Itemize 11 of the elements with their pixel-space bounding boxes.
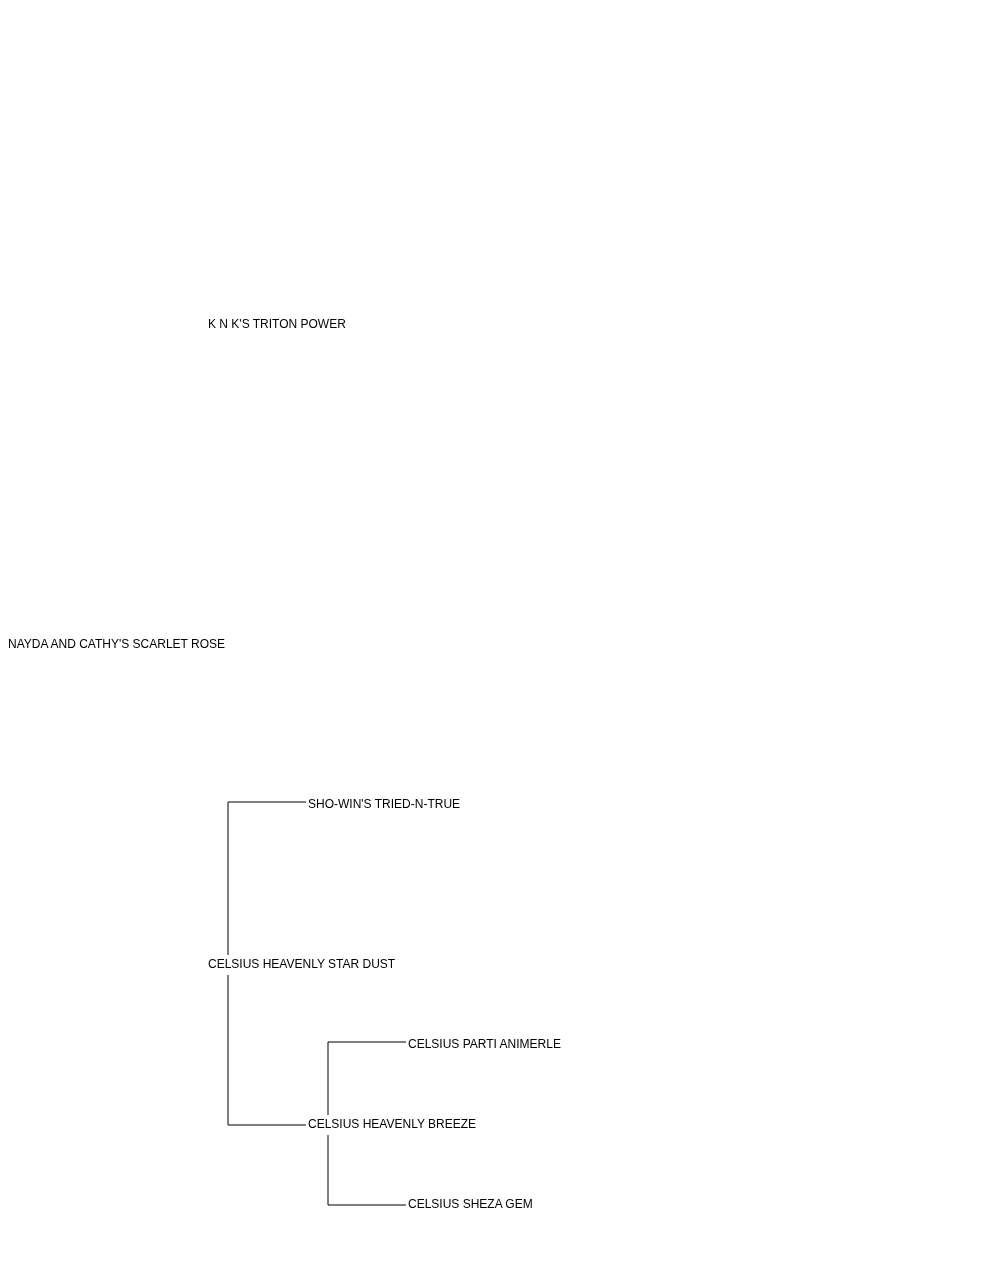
dog-name: CELSIUS PARTI ANIMERLE (408, 1037, 561, 1051)
connector-line (227, 801, 307, 956)
connector-line (327, 1041, 407, 1116)
dog-name: CELSIUS SHEZA GEM (408, 1197, 533, 1211)
dog-name: K N K'S TRITON POWER (208, 317, 346, 331)
dog-name: CELSIUS HEAVENLY BREEZE (308, 1117, 477, 1131)
dog-name: SHO-WIN'S TRIED-N-TRUE (308, 797, 461, 811)
dog-name: NAYDA AND CATHY'S SCARLET ROSE (8, 637, 225, 651)
connector-line (327, 1134, 407, 1206)
dog-name: CELSIUS HEAVENLY STAR DUST (208, 957, 396, 971)
connector-line (227, 974, 307, 1126)
